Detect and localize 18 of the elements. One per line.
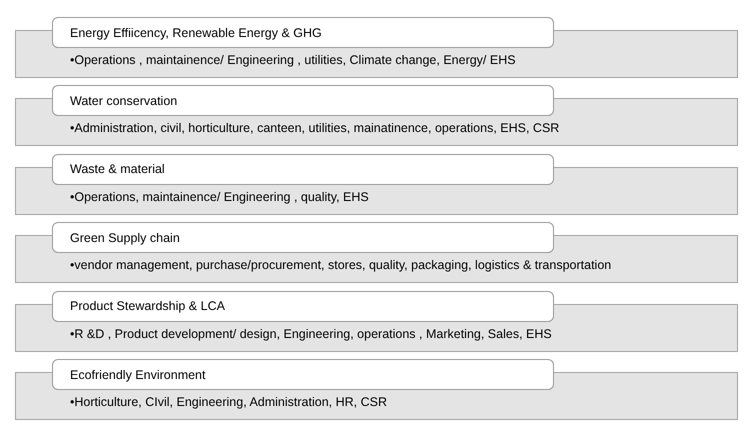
bullet-item-text: •Operations , maintainence/ Engineering , utilities, Climate change, Energy/ EHS [70, 52, 516, 68]
heading-text: Energy Effiicency, Renewable Energy & GHG [70, 24, 322, 40]
heading-text: Ecofriendly Environment [70, 366, 206, 382]
heading-tab [52, 359, 554, 390]
heading-tab [52, 85, 554, 116]
bullet-item-text: •Operations, maintainence/ Engineering , quality, EHS [70, 188, 369, 205]
bullet-item-text: •R &D , Product development/ design, Engineering, operations , Marketing, Sales, EHS [70, 326, 552, 342]
bullet-item-text: •vendor management, purchase/procurement, stores, quality, packaging, logistics & transportation [70, 257, 612, 274]
bullet-item-text: •Horticulture, CIvil, Engineering, Administration, HR, CSR [70, 394, 387, 410]
bullet-item-text: •Administration, civil, horticulture, canteen, utilities, mainatinence, operations, EHS, CSR [70, 120, 560, 136]
heading-tab [52, 17, 554, 48]
heading-tab [52, 222, 554, 254]
heading-text: Waste & material [70, 161, 165, 178]
heading-text: Green Supply chain [70, 230, 180, 246]
heading-tab [52, 290, 554, 322]
heading-text: Water conservation [70, 92, 178, 109]
heading-tab [52, 154, 554, 185]
heading-text: Product Stewardship & LCA [70, 298, 225, 314]
